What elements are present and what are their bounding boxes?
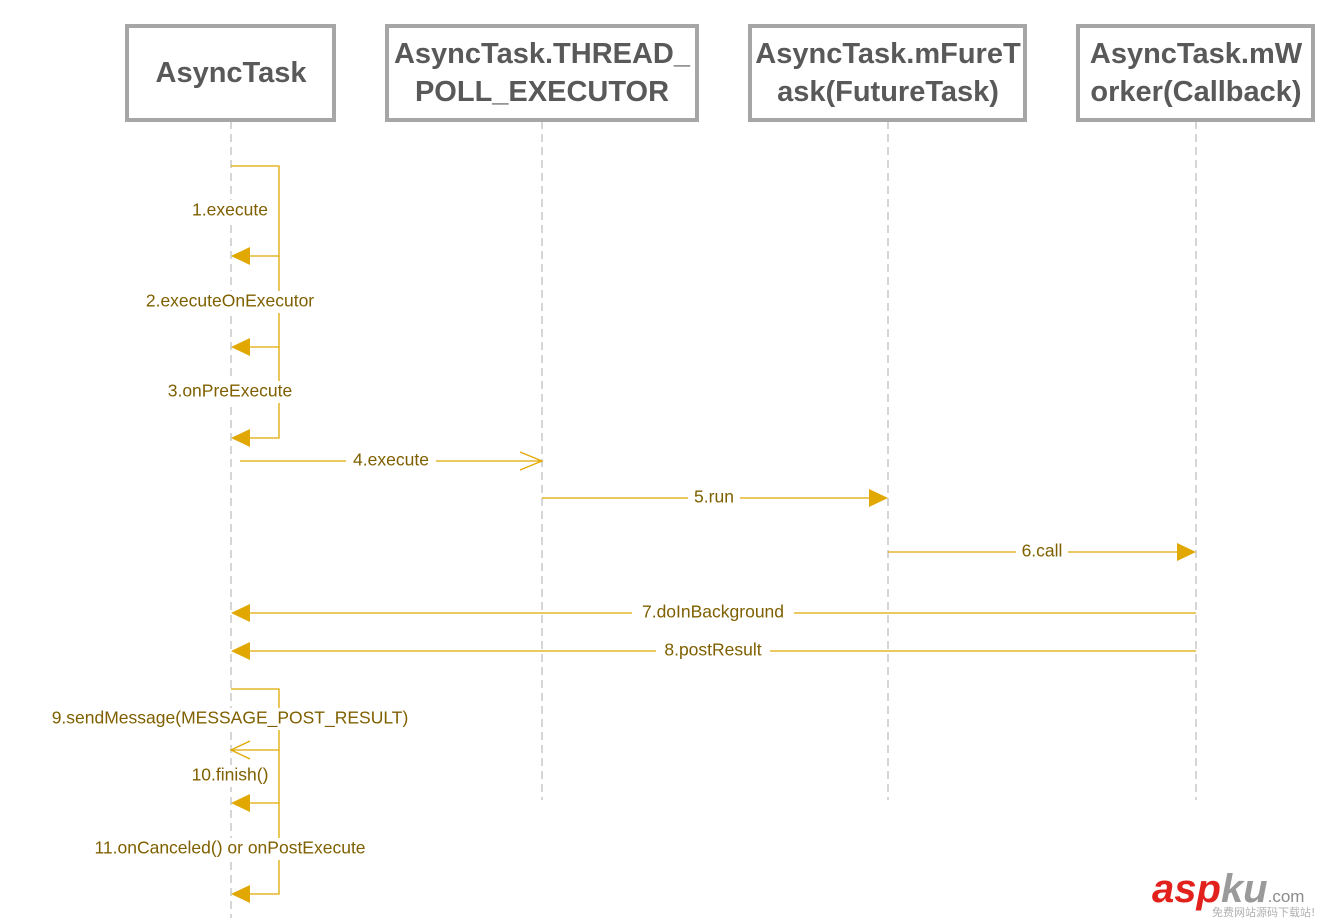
- message-8-post-result: 8.postResult: [231, 640, 1196, 662]
- watermark-text-red: asp: [1152, 867, 1221, 911]
- participant-title-line-1: AsyncTask.mW: [1090, 38, 1303, 70]
- message-label: 4.execute: [353, 450, 429, 470]
- message-label: 6.call: [1022, 541, 1063, 561]
- message-label: 9.sendMessage(MESSAGE_POST_RESULT): [52, 708, 409, 729]
- message-label: 3.onPreExecute: [168, 381, 293, 401]
- message-label: 10.finish(): [192, 765, 269, 785]
- participant-asynctask: AsyncTask: [125, 24, 336, 122]
- message-7-do-in-background: 7.doInBackground: [231, 602, 1196, 624]
- participant-future-task: AsyncTask.mFureT ask(FutureTask): [748, 24, 1027, 122]
- message-label: 5.run: [694, 487, 734, 507]
- participant-title: AsyncTask: [156, 57, 308, 89]
- message-1-execute: 1.execute: [186, 165, 280, 265]
- message-10-finish: 10.finish(): [184, 750, 280, 812]
- watermark-text: aspku.com: [1152, 867, 1304, 911]
- participant-thread-pool-executor: AsyncTask.THREAD_ POLL_EXECUTOR: [385, 24, 699, 122]
- message-label: 2.executeOnExecutor: [146, 291, 314, 311]
- message-label: 7.doInBackground: [642, 602, 784, 622]
- watermark-text-gray: ku: [1221, 867, 1268, 911]
- watermark-suffix: .com: [1268, 887, 1305, 906]
- participant-title-line-2: POLL_EXECUTOR: [415, 76, 669, 108]
- message-6-call: 6.call: [888, 541, 1196, 563]
- watermark-logo: aspku.com 免费网站源码下载站!: [1152, 867, 1315, 919]
- participant-title-line-1: AsyncTask.THREAD_: [394, 38, 691, 70]
- participant-worker-callback: AsyncTask.mW orker(Callback): [1076, 24, 1315, 122]
- message-3-on-pre-execute: 3.onPreExecute: [160, 347, 300, 447]
- message-label: 11.onCanceled() or onPostExecute: [94, 838, 365, 858]
- message-5-run: 5.run: [542, 487, 888, 509]
- message-label: 1.execute: [192, 200, 268, 220]
- watermark-subtitle: 免费网站源码下载站!: [1212, 905, 1315, 919]
- message-label: 8.postResult: [664, 640, 761, 660]
- message-2-execute-on-executor: 2.executeOnExecutor: [136, 256, 326, 356]
- participant-title-line-1: AsyncTask.mFureT: [755, 38, 1021, 70]
- message-4-execute: 4.execute: [240, 450, 544, 472]
- participant-title-line-2: ask(FutureTask): [777, 76, 999, 108]
- message-9-send-message: 9.sendMessage(MESSAGE_POST_RESULT): [45, 688, 415, 760]
- message-11-on-canceled-or-on-post-execute: 11.onCanceled() or onPostExecute: [78, 803, 382, 903]
- participant-title-line-2: orker(Callback): [1090, 76, 1301, 108]
